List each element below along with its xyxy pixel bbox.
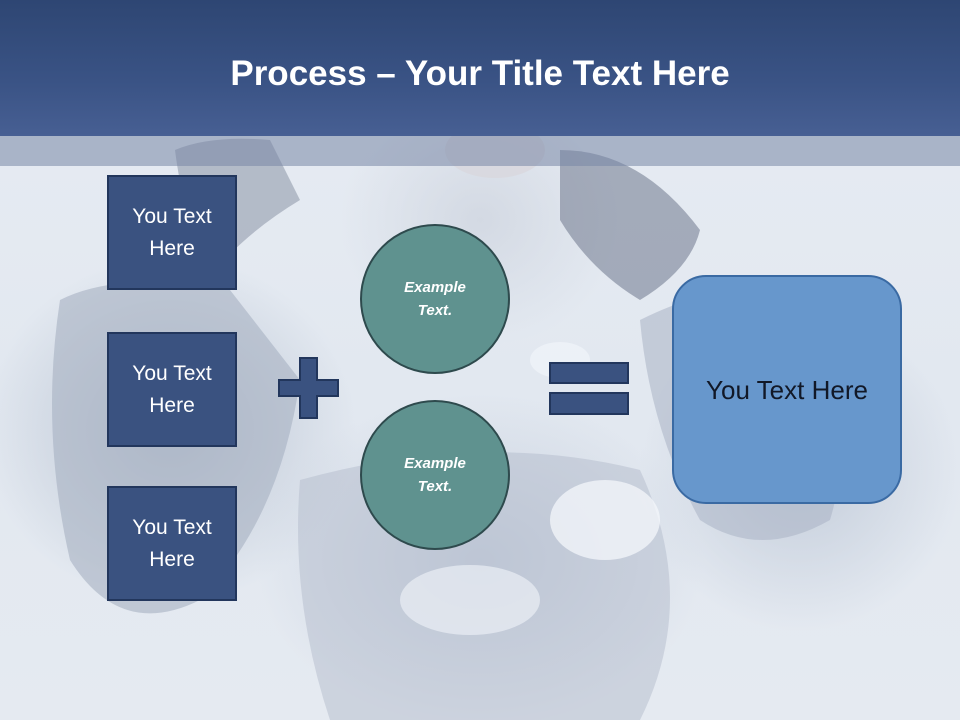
- result-box[interactable]: You Text Here: [672, 275, 902, 504]
- example-circle-2[interactable]: Example Text.: [360, 400, 510, 550]
- example-circle-1[interactable]: Example Text.: [360, 224, 510, 374]
- example-circle-2-label: Example Text.: [404, 455, 466, 495]
- title-rest-text: – Your Title Text Here: [366, 54, 730, 93]
- text-box-3-label: You Text Here: [132, 515, 212, 571]
- result-box-label: You Text Here: [706, 374, 868, 405]
- text-box-2[interactable]: You Text Here: [107, 332, 237, 447]
- text-box-2-label: You Text Here: [132, 361, 212, 417]
- header-stripe: [0, 136, 960, 166]
- text-box-1-label: You Text Here: [132, 204, 212, 260]
- title-strong-text: Process: [230, 54, 367, 93]
- header-bar: [0, 0, 960, 136]
- slide-title[interactable]: Process – Your Title Text Here: [0, 52, 960, 96]
- text-box-3[interactable]: You Text Here: [107, 486, 237, 601]
- plus-icon[interactable]: [278, 357, 339, 419]
- text-box-1[interactable]: You Text Here: [107, 175, 237, 290]
- example-circle-1-label: Example Text.: [404, 279, 466, 319]
- equals-icon[interactable]: [549, 362, 629, 416]
